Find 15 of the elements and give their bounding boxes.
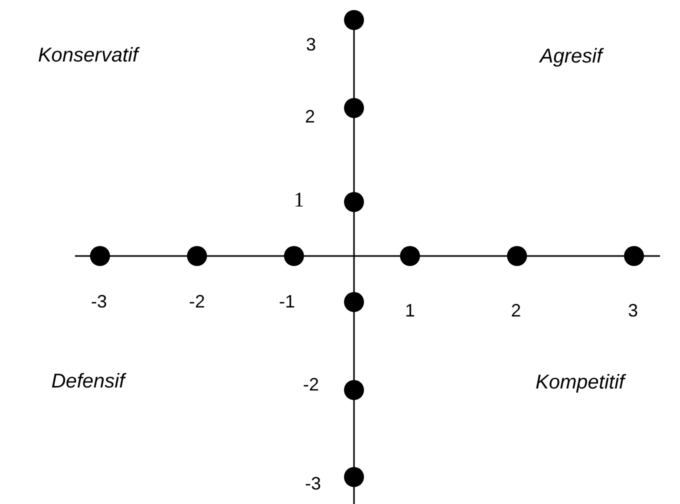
tick-label: 3 [628, 300, 638, 322]
quadrant-label: Agresif [540, 46, 602, 68]
quadrant-label: Defensif [51, 370, 125, 394]
tick-label: 1 [405, 300, 415, 322]
quadrant-label: Kompetitif [536, 372, 624, 394]
tick-label: -2 [189, 292, 205, 312]
tick-label: -1 [279, 292, 295, 312]
tick-label: -2 [303, 374, 319, 396]
tick-label: 1 [294, 188, 304, 212]
quadrant-label: Konservatif [38, 44, 138, 68]
tick-label: 2 [511, 300, 521, 322]
tick-label: -3 [91, 292, 107, 312]
tick-label: 3 [306, 34, 316, 56]
tick-label: -3 [305, 474, 321, 494]
tick-label: 2 [305, 106, 315, 128]
